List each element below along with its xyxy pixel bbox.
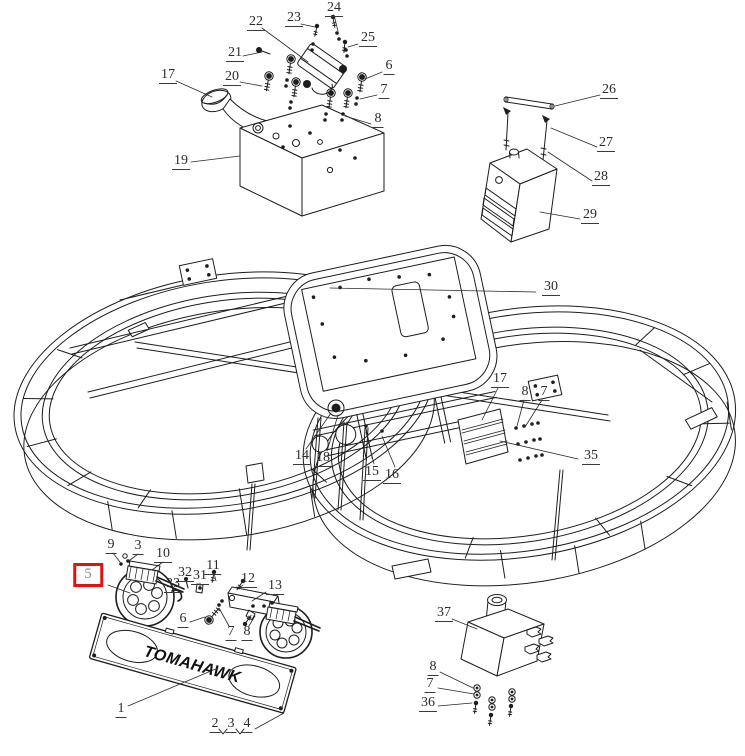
leader-5 xyxy=(107,584,131,594)
leader-6-bottom xyxy=(189,616,206,623)
leader-37 xyxy=(451,618,478,630)
callout-28[interactable]: 28 xyxy=(592,169,610,186)
leader-19 xyxy=(190,155,241,163)
leader-23 xyxy=(300,23,316,28)
callout-17-top[interactable]: 17 xyxy=(159,67,177,84)
leader-35 xyxy=(499,440,579,460)
callout-29[interactable]: 29 xyxy=(581,207,599,224)
operator-platform xyxy=(283,244,498,461)
right-guard-ring xyxy=(302,305,737,587)
callout-36[interactable]: 36 xyxy=(419,695,437,712)
callout-3-panel[interactable]: 3 xyxy=(225,716,237,733)
callout-17-mid[interactable]: 17 xyxy=(491,371,509,388)
callout-25[interactable]: 25 xyxy=(359,30,377,47)
leader-24 xyxy=(333,14,339,32)
callout-7-switch[interactable]: 7 xyxy=(424,676,436,693)
leader-4 xyxy=(254,712,285,730)
leader-17-mid xyxy=(481,387,499,421)
callout-leader-lines xyxy=(107,14,601,730)
leader-14 xyxy=(305,412,332,450)
callout-21[interactable]: 21 xyxy=(226,45,244,62)
callout-23[interactable]: 23 xyxy=(285,10,303,27)
leader-15 xyxy=(365,431,375,465)
leader-22 xyxy=(261,27,309,63)
leader-26 xyxy=(554,94,601,107)
callout-7-top[interactable]: 7 xyxy=(378,82,390,99)
battery-assembly xyxy=(480,96,558,243)
callout-15[interactable]: 15 xyxy=(363,464,381,481)
callout-10[interactable]: 10 xyxy=(154,546,172,563)
callout-6-top[interactable]: 6 xyxy=(383,58,395,75)
callout-37[interactable]: 37 xyxy=(435,605,453,622)
callout-7-bottom[interactable]: 7 xyxy=(225,624,237,641)
frame-bolt-cluster xyxy=(513,420,545,463)
callout-4[interactable]: 4 xyxy=(241,716,253,733)
callout-2[interactable]: 2 xyxy=(209,716,221,733)
leader-36 xyxy=(437,702,473,707)
callout-35[interactable]: 35 xyxy=(582,448,600,465)
callout-7-mid[interactable]: 7 xyxy=(538,384,550,401)
callout-11[interactable]: 11 xyxy=(204,558,222,575)
leader-7-mid xyxy=(524,399,543,428)
leader-20 xyxy=(239,81,263,87)
leader-7-bottom xyxy=(218,607,230,627)
leader-27 xyxy=(550,127,598,148)
callout-26[interactable]: 26 xyxy=(600,82,618,99)
leader-8-mid xyxy=(516,399,525,427)
callout-8-bottom[interactable]: 8 xyxy=(241,624,253,641)
leader-7-top xyxy=(359,94,378,100)
callout-8-mid[interactable]: 8 xyxy=(519,384,531,401)
leader-7-switch xyxy=(437,687,475,695)
callout-24[interactable]: 24 xyxy=(325,0,343,17)
callout-22[interactable]: 22 xyxy=(247,14,265,31)
leader-28 xyxy=(547,151,593,182)
callout-31[interactable]: 31 xyxy=(191,568,209,585)
callout-27[interactable]: 27 xyxy=(597,135,615,152)
callout-19[interactable]: 19 xyxy=(172,153,190,170)
callout-8-switch[interactable]: 8 xyxy=(427,659,439,676)
callout-1[interactable]: 1 xyxy=(115,701,127,718)
callout-9[interactable]: 9 xyxy=(105,537,117,554)
leader-8-switch xyxy=(439,671,474,689)
callout-32[interactable]: 32 xyxy=(176,565,194,582)
ignition-switch-assembly xyxy=(460,594,554,727)
callout-18[interactable]: 18 xyxy=(314,450,332,467)
leader-16 xyxy=(381,435,396,468)
callout-12[interactable]: 12 xyxy=(239,571,257,588)
callout-8-top[interactable]: 8 xyxy=(372,111,384,128)
leader-17-top xyxy=(175,80,213,98)
muffler-tank-assembly xyxy=(200,13,385,217)
leader-30 xyxy=(329,287,537,293)
leader-10 xyxy=(151,561,164,571)
tank-fasteners xyxy=(256,13,368,123)
clutch-pulley-secondary xyxy=(241,600,321,659)
callout-33[interactable]: 33 xyxy=(164,576,182,593)
callout-6-bottom[interactable]: 6 xyxy=(177,611,189,628)
callout-14[interactable]: 14 xyxy=(293,448,311,465)
leader-32 xyxy=(185,580,189,589)
leader-8-bottom xyxy=(248,615,256,627)
callout-3-pulley[interactable]: 3 xyxy=(132,538,144,555)
leader-9 xyxy=(112,552,121,563)
leader-21 xyxy=(242,51,263,57)
leader-8-top xyxy=(344,115,372,125)
callout-20[interactable]: 20 xyxy=(223,69,241,86)
leader-29 xyxy=(539,211,581,220)
leader-3-pulley xyxy=(129,553,139,561)
leader-6-top xyxy=(364,71,383,80)
mount-plates xyxy=(178,258,563,580)
rotor-shafts xyxy=(245,399,564,561)
leader-1 xyxy=(127,667,219,707)
exhaust-clamp-bracket xyxy=(297,43,347,95)
callout-5[interactable]: 5 xyxy=(73,563,103,587)
leader-25 xyxy=(347,43,359,48)
leader-18 xyxy=(326,414,339,452)
leader-13 xyxy=(251,591,267,602)
callout-30[interactable]: 30 xyxy=(542,279,560,296)
callout-16[interactable]: 16 xyxy=(383,467,401,484)
callout-13[interactable]: 13 xyxy=(266,578,284,595)
label-tick-marks xyxy=(218,728,245,735)
